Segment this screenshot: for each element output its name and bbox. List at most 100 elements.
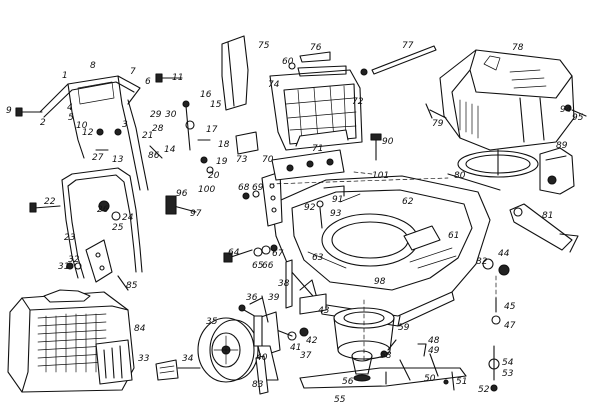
cutting-blade-part — [299, 367, 467, 389]
callout-38: 38 — [278, 279, 290, 289]
callout-61: 61 — [448, 231, 459, 241]
callout-48: 48 — [428, 336, 440, 346]
blade-adapter-part — [351, 350, 373, 382]
callout-70: 70 — [262, 155, 274, 165]
callout-1: 1 — [62, 71, 68, 81]
callout-9: 9 — [6, 106, 12, 116]
handle-clamp-plate — [85, 239, 113, 283]
callout-31: 31 — [58, 262, 69, 272]
callout-13: 13 — [112, 155, 124, 165]
callout-19: 19 — [216, 157, 228, 167]
callout-45: 45 — [504, 302, 516, 312]
callout-75: 75 — [258, 41, 270, 51]
callout-78: 78 — [512, 43, 524, 53]
callout-29: 29 — [150, 110, 162, 120]
callout-60: 60 — [282, 57, 294, 67]
callout-51: 51 — [456, 377, 467, 387]
wheel-cover-part — [155, 359, 201, 381]
callout-53: 53 — [502, 369, 514, 379]
handle-knobs-and-bolts — [15, 73, 214, 291]
blade-bolts — [380, 339, 500, 392]
callout-2: 2 — [40, 118, 46, 128]
rear-wheel-part — [197, 317, 259, 383]
callout-15: 15 — [210, 100, 222, 110]
callout-23: 23 — [64, 233, 76, 243]
callout-54: 54 — [502, 358, 514, 368]
callout-92: 92 — [304, 203, 316, 213]
callout-22: 22 — [44, 197, 56, 207]
callout-44: 44 — [498, 249, 510, 259]
callout-69: 69 — [252, 183, 264, 193]
rear-guard-part — [249, 295, 269, 395]
callout-7: 7 — [130, 67, 136, 77]
callout-28: 28 — [152, 124, 164, 134]
callout-32: 32 — [68, 255, 80, 265]
callout-21: 21 — [142, 131, 153, 141]
callout-80: 80 — [454, 171, 466, 181]
callout-52: 52 — [478, 385, 490, 395]
callout-62: 62 — [402, 197, 414, 207]
fuel-tank-part — [539, 147, 575, 195]
callout-58: 58 — [380, 351, 392, 361]
callout-93: 93 — [330, 209, 342, 219]
callout-20: 20 — [208, 171, 220, 181]
callout-14: 14 — [164, 145, 176, 155]
callout-65: 65 — [252, 261, 264, 271]
callout-97: 97 — [190, 209, 202, 219]
callout-101: 101 — [372, 171, 389, 181]
callout-50: 50 — [424, 374, 436, 384]
callout-91: 91 — [332, 195, 343, 205]
callout-30: 30 — [165, 110, 177, 120]
rear-flap-part — [269, 51, 363, 151]
spark-plug-wrench-part — [509, 203, 579, 253]
callout-82: 82 — [476, 257, 488, 267]
callout-8: 8 — [90, 61, 96, 71]
callout-67: 67 — [272, 249, 284, 259]
callout-64: 64 — [228, 248, 240, 258]
grass-catcher-bag-part — [7, 289, 135, 393]
rear-deflector-part — [221, 35, 249, 111]
callout-77: 77 — [402, 41, 414, 51]
callout-79: 79 — [432, 119, 444, 129]
callout-37: 37 — [300, 351, 312, 361]
callout-100: 100 — [198, 185, 215, 195]
callout-11: 11 — [172, 73, 183, 83]
callout-94: 94 — [560, 105, 572, 115]
callout-47: 47 — [504, 321, 516, 331]
callout-24: 24 — [122, 213, 134, 223]
callout-83: 83 — [252, 380, 264, 390]
callout-96: 96 — [176, 189, 188, 199]
callout-6: 6 — [145, 77, 151, 87]
callout-36: 36 — [246, 293, 258, 303]
callout-76: 76 — [310, 43, 322, 53]
mower-deck-part — [271, 175, 491, 327]
callout-12: 12 — [82, 128, 94, 138]
callout-33: 33 — [138, 354, 150, 364]
engine-part — [425, 49, 575, 178]
callout-39: 39 — [268, 293, 280, 303]
callout-56: 56 — [342, 377, 354, 387]
callout-3: 3 — [122, 120, 128, 130]
callout-17: 17 — [206, 125, 218, 135]
callout-27: 27 — [92, 153, 104, 163]
callout-4: 4 — [67, 103, 73, 113]
callout-81: 81 — [542, 211, 553, 221]
callout-25: 25 — [112, 223, 124, 233]
callout-66: 66 — [262, 261, 274, 271]
callout-55: 55 — [334, 395, 346, 405]
callout-68: 68 — [238, 183, 250, 193]
callout-85: 85 — [126, 281, 138, 291]
callout-40: 40 — [256, 353, 268, 363]
deck-fasteners — [223, 185, 510, 325]
callout-16: 16 — [200, 90, 212, 100]
engine-bolts — [370, 104, 587, 191]
lower-handle-part — [61, 167, 143, 279]
callout-18: 18 — [218, 140, 230, 150]
label-plate-part — [235, 131, 259, 155]
callout-26: 26 — [97, 205, 109, 215]
callout-72: 72 — [352, 97, 364, 107]
hinge-rod-part — [360, 45, 437, 76]
callout-95: 95 — [572, 113, 584, 123]
height-adjust-bracket-part — [261, 129, 349, 227]
